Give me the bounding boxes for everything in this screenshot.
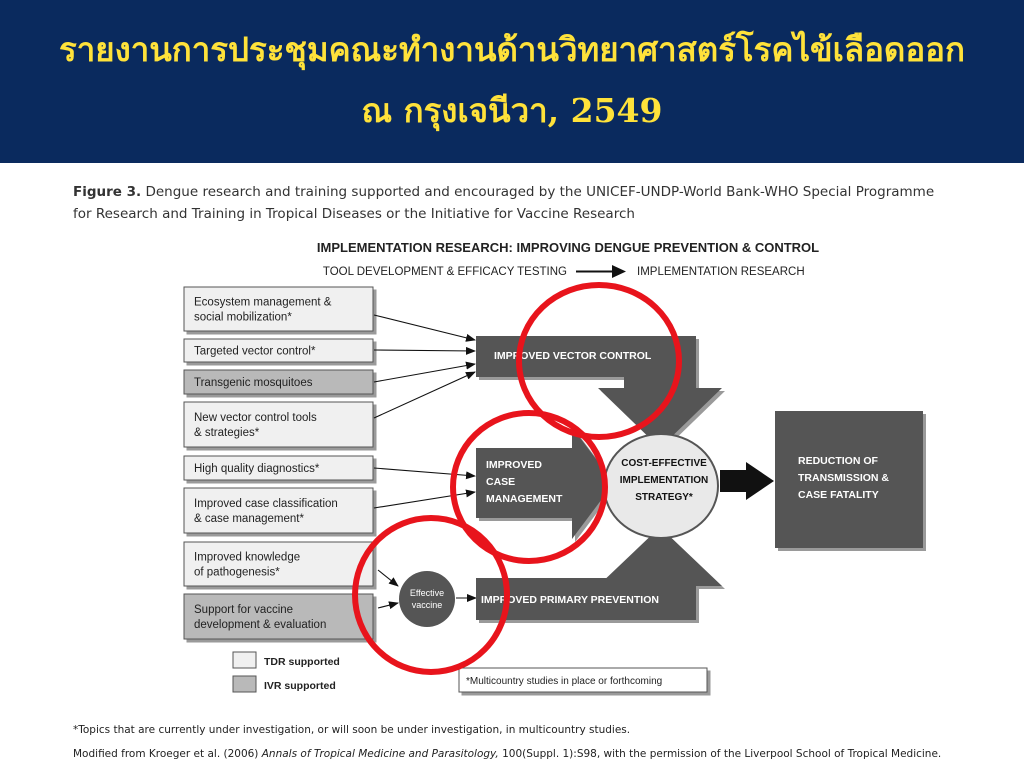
input-box-5-line-1: High quality diagnostics* [194, 463, 320, 475]
vaccine-node-line-2: vaccine [412, 600, 443, 610]
outcome-arrow-icon [720, 462, 774, 500]
outcome-line-3: CASE FATALITY [798, 489, 879, 501]
flow-label-left: TOOL DEVELOPMENT & EFFICACY TESTING [323, 266, 567, 278]
highlight-circle-vaccine [352, 515, 510, 675]
improved-case-management-arrow [476, 427, 614, 539]
vaccine-node-line-1: Effective [410, 588, 444, 598]
case-management-line-3: MANAGEMENT [486, 493, 563, 505]
input-box-8-line-2: development & evaluation [194, 619, 326, 631]
input-box-2 [183, 338, 374, 363]
highlight-circles [352, 282, 682, 675]
flow-arrow-icon [576, 265, 626, 278]
improved-primary-prevention-label: IMPROVED PRIMARY PREVENTION [481, 594, 659, 606]
input-box-6-line-1: Improved case classification [194, 498, 338, 510]
figure-caption-line-1: Figure 3. Dengue research and training s… [73, 183, 1013, 202]
input-arrows [373, 314, 477, 610]
title-band [0, 0, 1024, 163]
input-box-8 [183, 593, 374, 640]
footnote-source-post: 100(Suppl. 1):S98, with the permission o… [498, 748, 942, 760]
cost-effective-strategy-node [603, 433, 719, 539]
input-box-1-line-2: social mobilization* [194, 312, 292, 324]
input-box-6-line-2: & case management* [194, 513, 304, 525]
reduction-outcome-box [775, 411, 923, 548]
outcome-line-2: TRANSMISSION & [798, 472, 889, 484]
input-box-7-line-2: of pathogenesis* [194, 567, 280, 579]
highlight-circle-case-management [450, 410, 608, 564]
input-box-1-line-1: Ecosystem management & [194, 297, 332, 309]
input-box-4-line-2: & strategies* [194, 427, 260, 439]
input-box-5 [183, 455, 374, 481]
slide-title-line-2: ณ กรุงเจนีวา, 2549 [361, 91, 663, 130]
improved-vector-control-arrow [476, 336, 722, 448]
figure-caption-label: Figure 3. [73, 184, 142, 200]
center-node-line-3: STRATEGY* [635, 492, 693, 503]
improved-primary-prevention-arrow [476, 527, 722, 620]
input-box-3 [183, 369, 374, 395]
footnote-topics: *Topics that are currently under investi… [73, 724, 631, 736]
highlight-circle-vector-control [516, 282, 682, 440]
multicountry-note-text: *Multicountry studies in place or forthc… [466, 676, 662, 687]
input-box-8-line-1: Support for vaccine [194, 604, 293, 616]
legend-ivr-swatch [232, 675, 257, 693]
input-box-4-line-1: New vector control tools [194, 412, 317, 424]
outcome-line-1: REDUCTION OF [798, 455, 879, 467]
input-boxes: Ecosystem management & social mobilizatio… [183, 286, 374, 640]
legend-tdr-label: TDR supported [264, 656, 340, 668]
footnote-source-journal: Annals of Tropical Medicine and Parasito… [261, 748, 499, 760]
footnote-source-pre: Modified from Kroeger et al. (2006) [73, 748, 262, 760]
center-node-line-1: COST-EFFECTIVE [621, 458, 707, 469]
case-management-line-1: IMPROVED [486, 459, 542, 471]
center-node-line-2: IMPLEMENTATION [620, 475, 709, 486]
diagram-title: IMPLEMENTATION RESEARCH: IMPROVING DENGU… [317, 240, 819, 255]
input-box-4 [183, 401, 374, 448]
input-box-2-line-1: Targeted vector control* [194, 346, 316, 358]
figure-caption-line-2: for Research and Training in Tropical Di… [73, 206, 635, 222]
case-management-line-2: CASE [486, 476, 515, 488]
footnote-source: Modified from Kroeger et al. (2006) Anna… [73, 748, 941, 760]
effective-vaccine-node [399, 571, 455, 627]
legend-ivr-label: IVR supported [264, 680, 336, 692]
input-box-6 [183, 487, 374, 534]
input-box-7 [183, 541, 374, 587]
multicountry-note-box [458, 667, 708, 693]
input-box-7-line-1: Improved knowledge [194, 552, 300, 564]
improved-vector-control-label: IMPROVED VECTOR CONTROL [494, 350, 652, 362]
slide-title-line-1: รายงานการประชุมคณะทำงานด้านวิทยาศาสตร์โร… [59, 30, 965, 69]
figure-caption-text-1: Dengue research and training supported a… [145, 184, 935, 200]
input-box-3-line-1: Transgenic mosquitoes [194, 377, 313, 389]
input-box-1 [183, 286, 374, 332]
flow-label-right: IMPLEMENTATION RESEARCH [637, 266, 805, 278]
legend-tdr-swatch [232, 651, 257, 669]
